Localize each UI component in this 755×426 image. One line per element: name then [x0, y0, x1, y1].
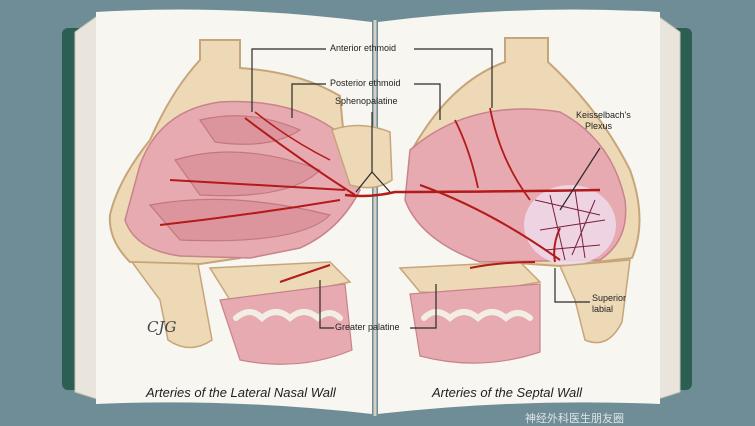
artery-lateral-4 [254, 111, 331, 161]
artery-anterior-ethmoid-right [489, 107, 531, 201]
caption-lateral-nasal-wall: Arteries of the Lateral Nasal Wall [146, 385, 336, 400]
label-kiesselbach-line1: Keisselbach's [576, 110, 631, 120]
oral-mucosa-left [219, 283, 353, 365]
label-greater-palatine: Greater palatine [335, 322, 400, 332]
artery-lateral-2 [169, 179, 346, 191]
label-kiesselbach-line2: Plexus [585, 121, 613, 131]
artery-greater-palatine-right [469, 261, 536, 269]
label-superior-labial-line1: Superior [592, 293, 627, 303]
teeth-right [421, 309, 533, 322]
turbinate-inferior [148, 198, 332, 242]
oral-mucosa-right [409, 283, 541, 364]
artery-posterior-ethmoid-right [454, 119, 479, 189]
watermark-text: 神经外科医生朋友圈 [525, 412, 624, 425]
nasal-cartilage-right [558, 259, 631, 344]
artery-lateral-1 [244, 117, 356, 196]
turbinate-middle [174, 151, 322, 197]
label-sphenopalatine: Sphenopalatine [335, 96, 398, 106]
label-posterior-ethmoid: Posterior ethmoid [330, 78, 401, 88]
artery-greater-palatine-left [279, 264, 331, 283]
illustrator-signature: CJG [147, 318, 177, 336]
artery-septal-1 [419, 184, 561, 261]
turbinate-superior [199, 115, 302, 145]
caption-septal-wall: Arteries of the Septal Wall [432, 385, 583, 400]
teeth-left [233, 309, 343, 323]
nasal-cartilage-left [130, 261, 213, 349]
kiesselbach-vessel-network [534, 189, 606, 261]
label-leader-lines [251, 48, 601, 329]
label-anterior-ethmoid: Anterior ethmoid [330, 43, 397, 53]
artery-sphenopalatine [344, 188, 601, 198]
artery-lateral-3 [159, 199, 341, 226]
label-superior-labial-line2: labial [592, 304, 614, 314]
